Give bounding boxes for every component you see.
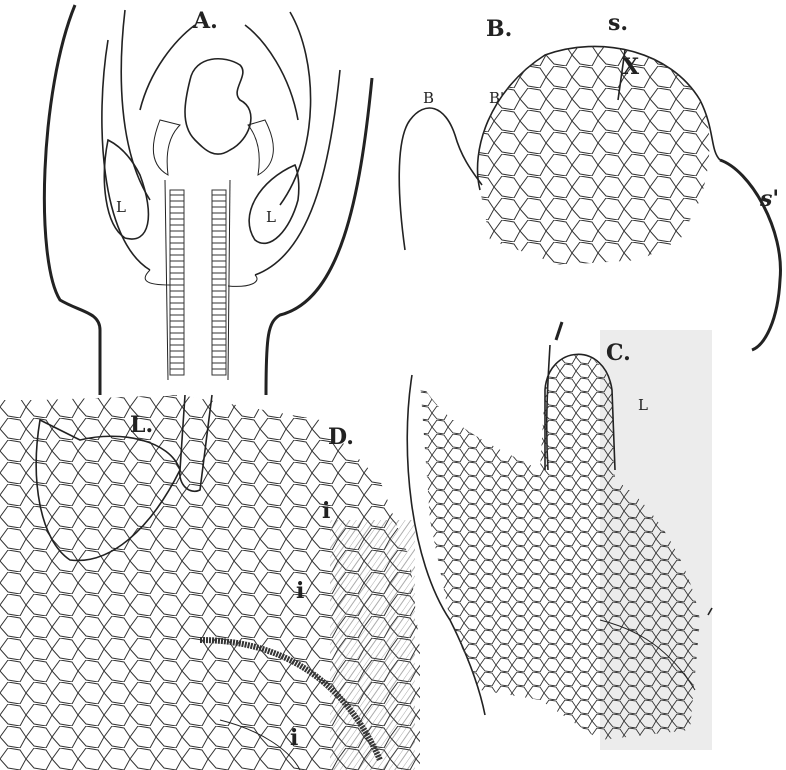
panel-b: B. s. X B B' s': [399, 10, 780, 350]
panel-a-leaf-label-right: L: [266, 208, 276, 226]
panel-a-leaf-label-left: L: [116, 198, 126, 216]
panel-d-leaf-label: L.: [130, 412, 153, 438]
panel-c-label: C.: [606, 340, 631, 366]
panel-a-stele-right-edge: [228, 180, 230, 380]
panel-b-cell-network: [460, 40, 720, 270]
panel-b-apical-cell-label: X: [622, 54, 640, 80]
panel-a-vessel-left: [170, 190, 184, 375]
panel-a-stele-left-edge: [165, 180, 168, 380]
panel-c: C. L: [407, 322, 712, 750]
panel-b-left-primordium: [399, 108, 482, 250]
panel-a-young-leaf-left: [153, 120, 180, 175]
panel-a-node-right: [228, 275, 257, 286]
panel-a-vessel-right: [212, 190, 226, 375]
panel-d-fiber-region: [330, 520, 415, 770]
panel-a-young-leaf-right: [248, 120, 273, 175]
panel-b-s-prime-label: s': [759, 186, 779, 212]
panel-d-label: D.: [328, 424, 354, 450]
panel-a: A. L L: [44, 5, 372, 395]
panel-a-leaf-right: [249, 165, 299, 243]
panel-a-label: A.: [192, 8, 218, 34]
panel-a-outer-left-wall: [44, 5, 100, 395]
panel-b-label: B.: [486, 16, 512, 42]
panel-d: D. L. i i i: [0, 395, 420, 770]
panel-c-axis-mark: [556, 322, 562, 340]
panel-a-outer-right-wall: [266, 78, 372, 395]
panel-d-i-label-lower: i: [290, 725, 298, 751]
panel-d-i-label-upper: i: [322, 498, 330, 524]
panel-b-primordium-label: B: [423, 89, 434, 107]
panel-b-primordium-prime-label: B': [489, 89, 504, 107]
panel-a-upper-left-sheath: [121, 10, 150, 200]
panel-d-i-label-middle: i: [296, 578, 304, 604]
panel-a-apex-inner-right: [245, 25, 298, 120]
panel-a-leaf-left: [104, 140, 148, 239]
panel-c-leaf-label: L: [638, 396, 648, 414]
panel-a-growing-point: [185, 59, 251, 154]
panel-b-apex-label: s.: [608, 10, 628, 36]
